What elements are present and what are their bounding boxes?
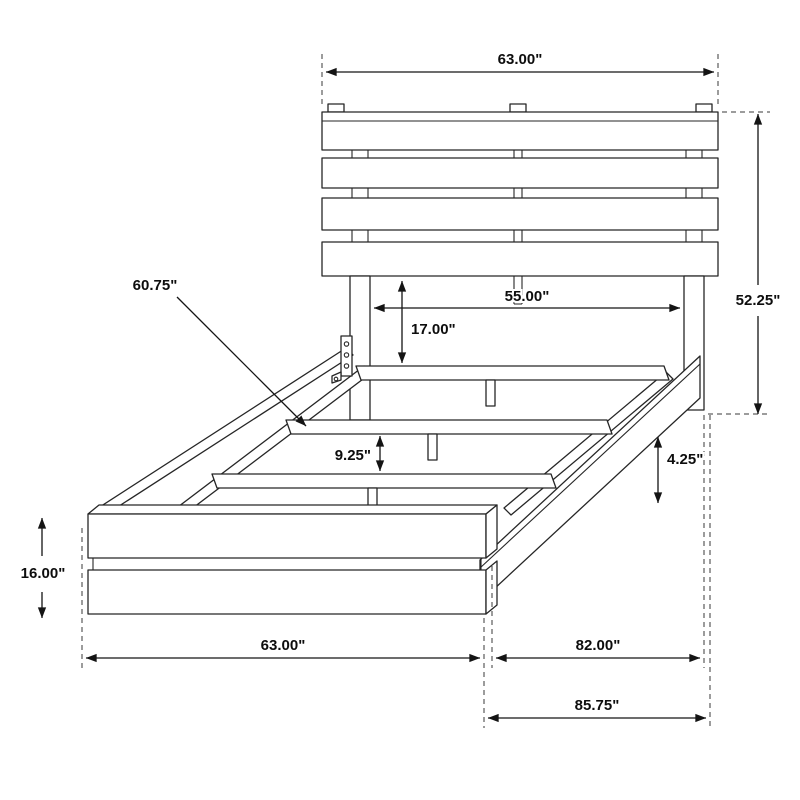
bracket-hole — [333, 376, 339, 382]
mattress-slats — [211, 365, 670, 515]
bracket-plate — [340, 335, 353, 377]
mattress-slat — [211, 473, 557, 489]
headboard-slat — [321, 111, 719, 151]
headboard-slat — [321, 197, 719, 231]
dimension-label: 4.25" — [667, 451, 703, 468]
dimension-label: 82.00" — [576, 637, 621, 654]
footboard-end-face — [485, 504, 498, 559]
dimension-inner-width: 55.00" — [373, 286, 681, 313]
headboard-leg-left — [349, 275, 371, 421]
dimension-headboard-offset: 17.00" — [397, 280, 458, 364]
headboard-drawing — [321, 103, 719, 421]
dimension-slat-gap: 9.25" — [333, 435, 385, 472]
dimension-label: 85.75" — [575, 697, 620, 714]
bracket-hole — [343, 363, 350, 369]
slat-support-leg — [427, 433, 438, 461]
dimension-headboard-height: 52.25" — [734, 113, 782, 415]
dimension-label: 16.00" — [21, 565, 66, 582]
dimension-label: 63.00" — [261, 637, 306, 654]
footboard-top-face — [87, 504, 498, 515]
mattress-slat — [355, 365, 670, 381]
dimension-slat-length: 60.75" — [131, 275, 307, 427]
bracket-hole — [343, 352, 350, 358]
mattress-slat — [285, 419, 613, 435]
slat-support-leg — [485, 379, 496, 407]
dimension-label: 9.25" — [335, 447, 371, 464]
headboard-slat — [321, 157, 719, 189]
dimension-overall-length: 85.75" — [487, 695, 707, 723]
dimension-label: 52.25" — [736, 292, 781, 309]
headboard-top-bracket — [327, 103, 345, 113]
leader-arrow — [176, 296, 307, 427]
dimension-footboard-height: 16.00" — [19, 517, 67, 619]
bracket-hole — [343, 341, 350, 347]
dimension-frame-length: 82.00" — [495, 635, 701, 663]
footboard-board — [87, 569, 487, 615]
headboard-top-bracket — [509, 103, 527, 113]
extension-lines — [81, 54, 770, 728]
headboard-slat — [321, 241, 719, 277]
dimension-headboard-width: 63.00" — [325, 49, 715, 77]
side-rail-edge — [479, 363, 701, 569]
dimension-label: 55.00" — [505, 288, 550, 305]
dimension-label: 60.75" — [133, 277, 178, 294]
dimension-rail-clearance: 4.25" — [653, 436, 705, 504]
dimension-bed-width: 63.00" — [85, 635, 481, 663]
headboard-top-bracket — [695, 103, 713, 113]
footboard-drawing — [87, 504, 498, 615]
rail-bracket-hardware — [331, 335, 353, 384]
dimension-label: 63.00" — [498, 51, 543, 68]
footboard-board — [87, 513, 487, 559]
dimension-label: 17.00" — [411, 321, 456, 338]
